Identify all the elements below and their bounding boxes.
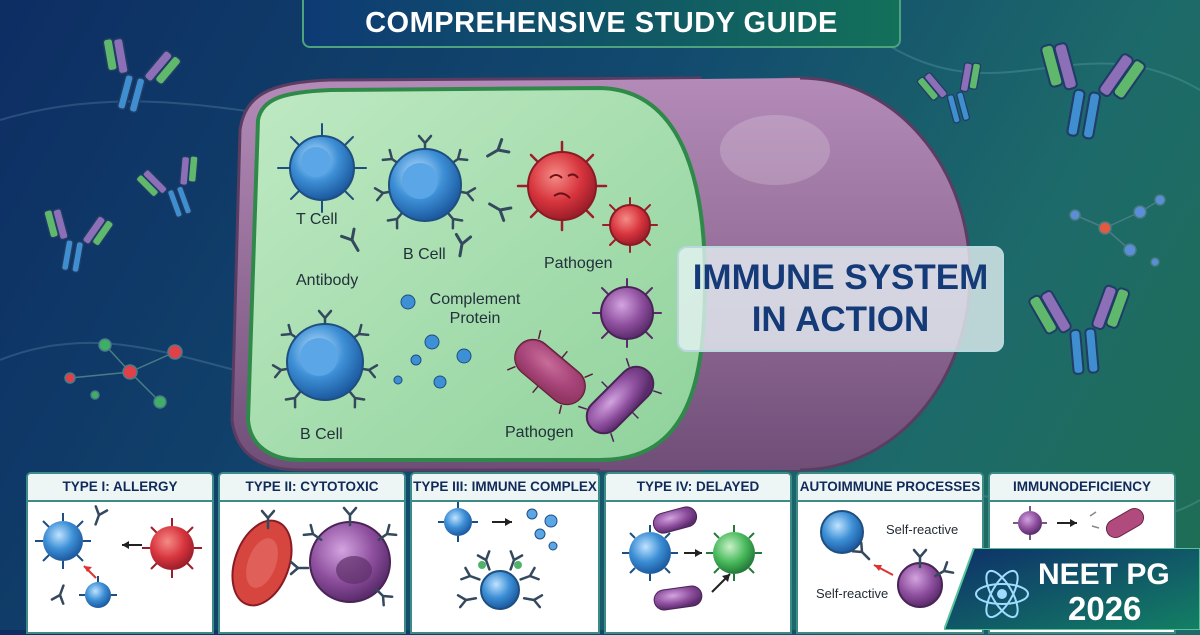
pathogen-bacterium-purple — [578, 358, 662, 442]
label-b-cell-top: B Cell — [403, 246, 446, 263]
b-cell-bottom — [271, 309, 379, 409]
card-title: AUTOIMMUNE PROCESSES — [798, 474, 982, 502]
label-self-reactive-top: Self-reactive — [886, 522, 959, 537]
card-title: TYPE IV: DELAYED — [606, 474, 790, 502]
complement-proteins — [393, 294, 472, 389]
label-complement-line2: Protein — [449, 310, 501, 327]
antibody-icon — [85, 32, 185, 122]
label-antibody: Antibody — [296, 272, 359, 289]
t-cell — [277, 123, 367, 213]
page-title: COMPREHENSIVE STUDY GUIDE — [302, 0, 901, 48]
center-title-line2: IN ACTION — [751, 300, 930, 339]
badge-background — [942, 547, 1200, 631]
card-title: IMMUNODEFICIENCY — [990, 474, 1174, 502]
pathogen-red-large — [516, 140, 608, 232]
pathogen-purple-round — [592, 278, 662, 348]
badge-line1: NEET PG — [1038, 558, 1170, 591]
label-complement-line1: Complement — [429, 291, 521, 308]
label-self-reactive-bottom: Self-reactive — [816, 586, 889, 601]
card-title: TYPE I: ALLERGY — [28, 474, 212, 502]
card-type1-allergy[interactable]: TYPE I: ALLERGY — [26, 472, 214, 634]
neet-pg-badge: NEET PG 2026 — [942, 547, 1200, 631]
antibody-icon — [132, 150, 217, 228]
card-title: TYPE II: CYTOTOXIC — [220, 474, 404, 502]
pathogen-red-small — [602, 197, 658, 253]
label-t-cell: T Cell — [296, 211, 338, 228]
b-cell-top — [373, 134, 477, 230]
antibody-icon — [1026, 281, 1138, 379]
card-title: TYPE III: IMMUNE COMPLEX — [412, 474, 598, 502]
label-complement-protein: Complement Protein — [420, 290, 530, 328]
card-type2-cytotoxic[interactable]: TYPE II: CYTOTOXIC — [218, 472, 406, 634]
antibody-icon — [33, 204, 117, 279]
pathogen-bacterium-red — [506, 330, 594, 414]
antibody-icon — [1025, 37, 1150, 148]
molecule-network — [64, 194, 1166, 409]
center-title-line1: IMMUNE SYSTEM — [692, 258, 989, 297]
atom-icon — [975, 569, 1029, 619]
label-pathogen-top: Pathogen — [544, 255, 613, 272]
label-b-cell-bottom: B Cell — [300, 426, 343, 443]
antibody-icon — [914, 57, 995, 131]
card-type4-delayed[interactable]: TYPE IV: DELAYED — [604, 472, 792, 634]
center-title-panel: IMMUNE SYSTEM IN ACTION — [677, 246, 1004, 352]
card-type3-immune-complex[interactable]: TYPE III: IMMUNE COMPLEX — [410, 472, 600, 634]
label-pathogen-bottom: Pathogen — [505, 424, 574, 441]
badge-line2: 2026 — [1068, 590, 1142, 627]
